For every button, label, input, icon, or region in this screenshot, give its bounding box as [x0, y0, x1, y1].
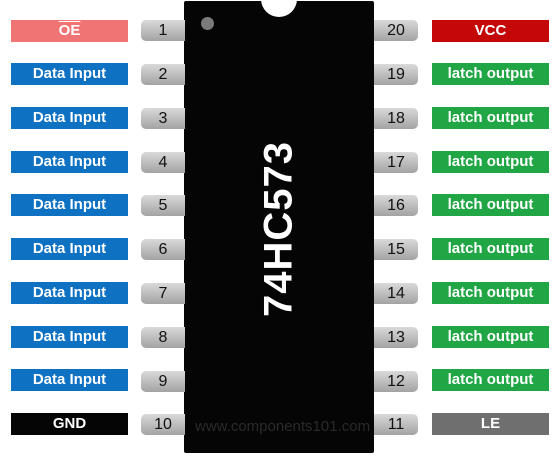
pin-label-oe: OE [11, 20, 128, 42]
pin-label-latch-output: latch output [432, 238, 549, 260]
pin-label-latch-output: latch output [432, 194, 549, 216]
pin-label-le: LE [432, 413, 549, 435]
pin-9: 9 [141, 371, 185, 392]
pin-label-data-input: Data Input [11, 369, 128, 391]
pin-17: 17 [374, 152, 418, 173]
pin-2: 2 [141, 64, 185, 85]
pin-5: 5 [141, 195, 185, 216]
pin-label-latch-output: latch output [432, 326, 549, 348]
pin-label-data-input: Data Input [11, 282, 128, 304]
pin-15: 15 [374, 239, 418, 260]
pin-6: 6 [141, 239, 185, 260]
pin-12: 12 [374, 371, 418, 392]
pin-19: 19 [374, 64, 418, 85]
pin-label-latch-output: latch output [432, 63, 549, 85]
pin-label-latch-output: latch output [432, 107, 549, 129]
pin-10: 10 [141, 414, 185, 435]
pin-label-data-input: Data Input [11, 63, 128, 85]
pin-8: 8 [141, 327, 185, 348]
pin-14: 14 [374, 283, 418, 304]
pin-label-gnd: GND [11, 413, 128, 435]
pin-label-data-input: Data Input [11, 326, 128, 348]
ic-notch [261, 0, 297, 17]
pin-label-data-input: Data Input [11, 238, 128, 260]
pin-7: 7 [141, 283, 185, 304]
pin-18: 18 [374, 108, 418, 129]
pin-16: 16 [374, 195, 418, 216]
ic-chip-body: 74HC573 [184, 0, 374, 453]
chip-name: 74HC573 [256, 140, 301, 318]
pin1-marker-dot [201, 17, 214, 30]
pin-1: 1 [141, 20, 185, 41]
pin-11: 11 [374, 414, 418, 435]
pin-label-text: OE [58, 22, 81, 39]
pin-20: 20 [374, 20, 418, 41]
pin-13: 13 [374, 327, 418, 348]
pin-label-latch-output: latch output [432, 282, 549, 304]
pin-label-vcc: VCC [432, 20, 549, 42]
pin-label-latch-output: latch output [432, 151, 549, 173]
pin-label-data-input: Data Input [11, 151, 128, 173]
pin-4: 4 [141, 152, 185, 173]
pin-3: 3 [141, 108, 185, 129]
pin-label-data-input: Data Input [11, 107, 128, 129]
pin-label-data-input: Data Input [11, 194, 128, 216]
pin-label-latch-output: latch output [432, 369, 549, 391]
watermark: www.components101.com [195, 418, 371, 435]
